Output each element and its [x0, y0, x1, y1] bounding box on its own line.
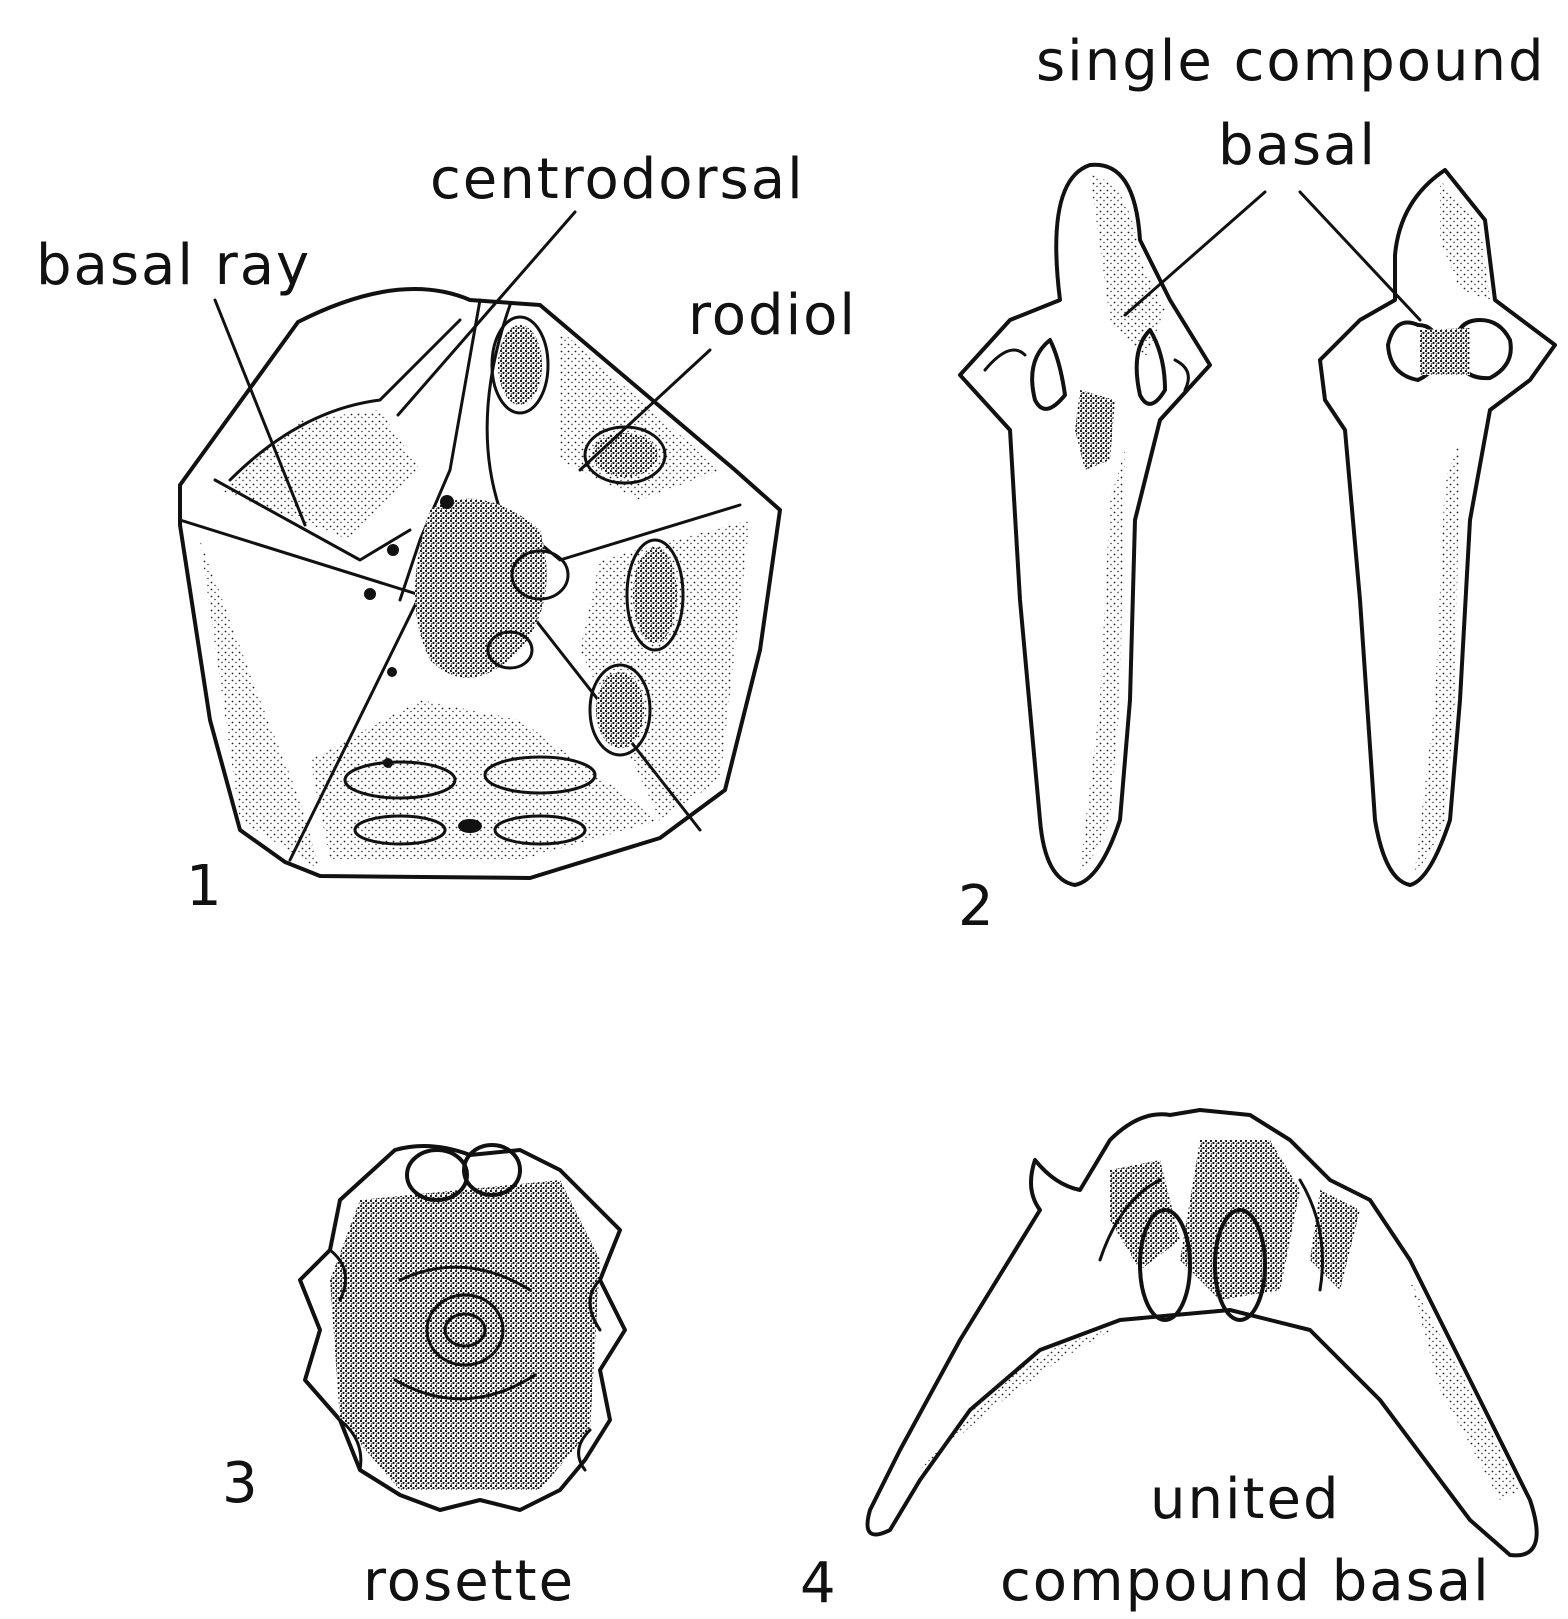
figure-2-right-basal-drawing: [1320, 170, 1555, 885]
united-compound-basal-label-line2: compound basal: [1000, 1549, 1491, 1614]
rosette-label: rosette: [363, 1549, 575, 1614]
single-compound-basal-label-line2: basal: [1218, 113, 1377, 178]
figure-4-number: 4: [800, 1551, 836, 1616]
figure-2-number: 2: [958, 874, 994, 939]
figure-1-number: 1: [186, 854, 222, 919]
figure-3-number: 3: [222, 1451, 258, 1516]
united-compound-basal-label-line1: united: [1150, 1467, 1341, 1532]
figure-3-rosette-drawing: [300, 1145, 625, 1510]
centrodorsal-label: centrodorsal: [430, 147, 805, 212]
single-compound-basal-label-line1: single compound: [1036, 29, 1546, 94]
radial-label: rodiol: [688, 283, 857, 348]
single-compound-basal-leader-right: [1300, 192, 1420, 320]
figure-1-calyx-drawing: [180, 289, 780, 878]
basal-ray-label: basal ray: [36, 233, 311, 298]
